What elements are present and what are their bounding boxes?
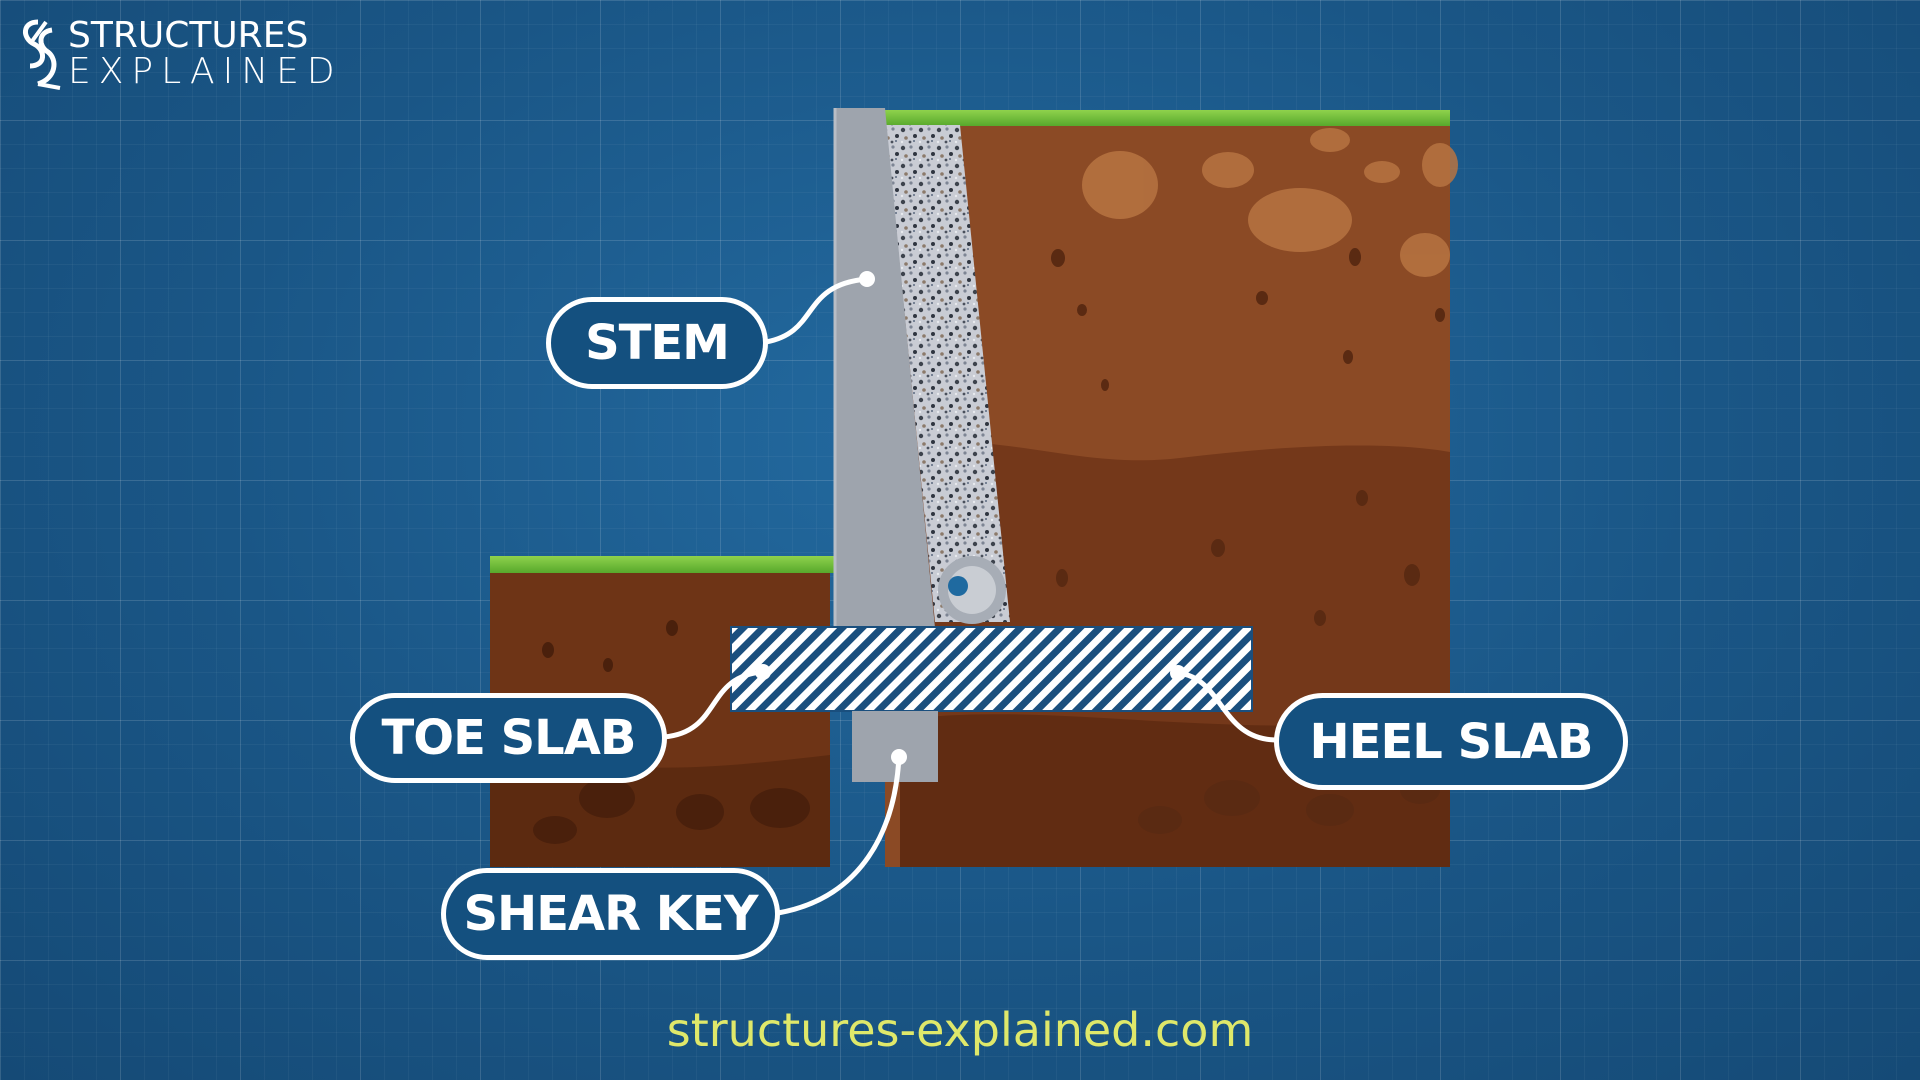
- stem-label-text: STEM: [585, 315, 730, 371]
- toe-slab-leader: [661, 669, 766, 740]
- grass-retained-side: [885, 110, 1450, 126]
- shear-key-label-text: SHEAR KEY: [463, 886, 758, 942]
- stem-leader: [763, 276, 870, 345]
- brand-name-line2: EXPLAINED: [68, 51, 343, 92]
- shear-key-block: [852, 711, 938, 782]
- base-slab: [730, 626, 1253, 712]
- soil-pebbles: [1082, 128, 1458, 277]
- website-url: structures-explained.com: [666, 1003, 1254, 1057]
- toe-slab-label-text: TOE SLAB: [381, 710, 637, 766]
- heel-slab-label-text: HEEL SLAB: [1309, 713, 1594, 770]
- wall-stem: [835, 108, 935, 628]
- logo-mark-icon: [23, 19, 61, 90]
- grass-front-side: [490, 556, 835, 573]
- leader-dots: [755, 271, 1186, 765]
- heel-slab-leader: [1175, 670, 1280, 743]
- shear-key-leader: [775, 754, 902, 916]
- soil-specks: [1051, 248, 1445, 834]
- brand-logo: STRUCTURES EXPLAINED: [16, 16, 336, 92]
- toe-slab-label: TOE SLAB: [350, 693, 667, 783]
- heel-slab-label: HEEL SLAB: [1274, 693, 1628, 790]
- shear-key-label: SHEAR KEY: [441, 868, 780, 960]
- brand-name-line1: STRUCTURES: [68, 15, 309, 56]
- front-soil-specks: [533, 620, 810, 844]
- stem-label: STEM: [546, 297, 768, 389]
- drainage-pipe-icon: [938, 556, 1006, 624]
- gravel-drainage-fill: [886, 125, 1010, 622]
- leader-lines: [661, 276, 1280, 916]
